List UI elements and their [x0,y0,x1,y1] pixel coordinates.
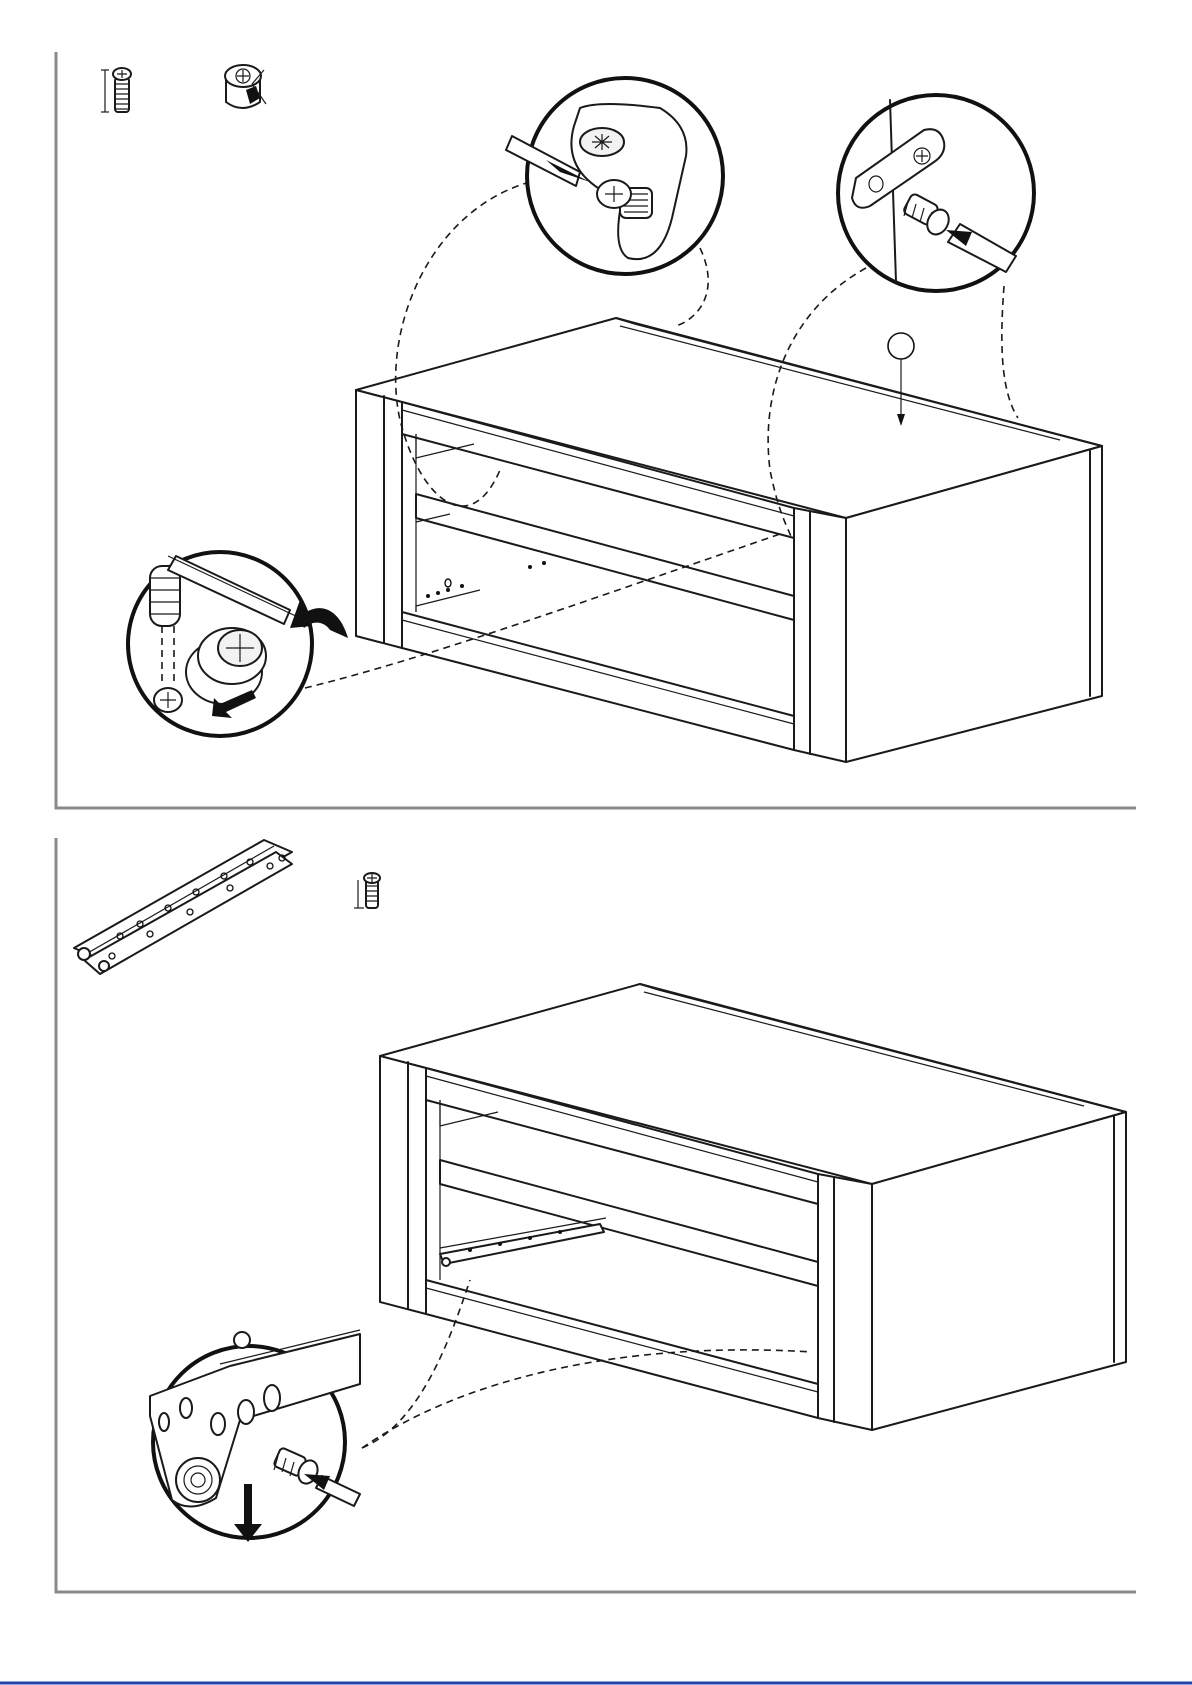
cabinet-bottom [380,984,1126,1430]
cam-screw-icon [101,68,131,112]
callout-cam-lock [128,552,348,736]
callout-corner-bracket [506,78,723,274]
drawer-slide-icon [74,840,292,974]
mounted-drawer-slide [440,1218,606,1266]
cam-screw-icon-small [354,873,380,908]
cam-lock-icon [225,65,266,108]
callout-slide-screw [150,1330,360,1542]
cabinet-top [356,318,1102,762]
pre-drilled-holes [426,561,546,598]
callout-connector-plate [838,95,1034,291]
